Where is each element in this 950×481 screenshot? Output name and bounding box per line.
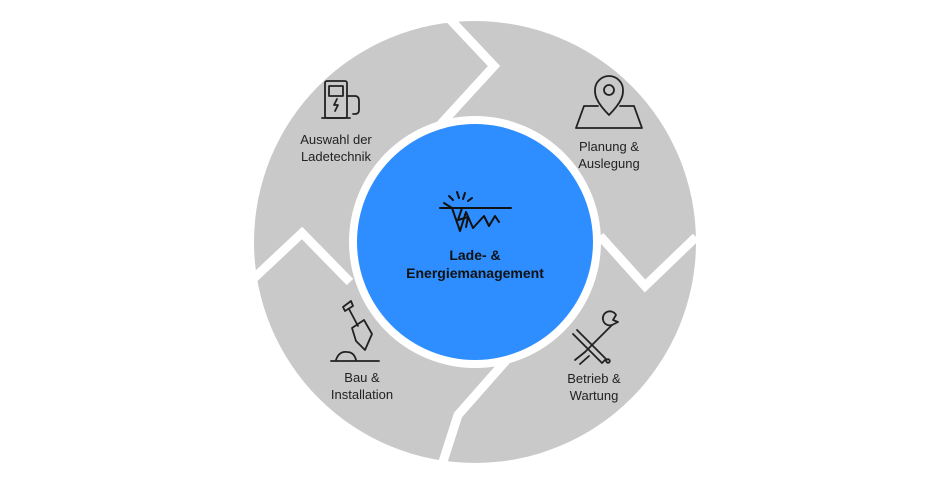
divider-top [436, 10, 501, 129]
segment-label-bau-line1: Bau & [344, 370, 380, 385]
divider-right [596, 232, 700, 293]
segment-label-betrieb-line1: Betrieb & [567, 371, 621, 386]
divider-left [248, 226, 354, 286]
segment-label-auswahl-line1: Auswahl der [300, 132, 372, 147]
segment-dividers [248, 10, 700, 473]
tools-icon [572, 310, 619, 365]
segment-label-auswahl-line2: Ladetechnik [301, 149, 372, 164]
shovel-icon [330, 300, 380, 362]
voltage-signal-icon [439, 191, 512, 232]
charging-station-icon [321, 80, 360, 119]
segment-label-planung-line2: Auslegung [578, 156, 639, 171]
map-pin-icon [575, 75, 643, 129]
center-circle [357, 124, 593, 360]
segment-label-betrieb-line2: Wartung [570, 388, 619, 403]
center-label-line2: Energiemanagement [406, 265, 544, 281]
segment-label-bau-line2: Installation [331, 387, 393, 402]
center-label-line1: Lade- & [449, 247, 500, 263]
divider-bottom [435, 353, 514, 473]
segment-label-planung-line1: Planung & [579, 139, 639, 154]
